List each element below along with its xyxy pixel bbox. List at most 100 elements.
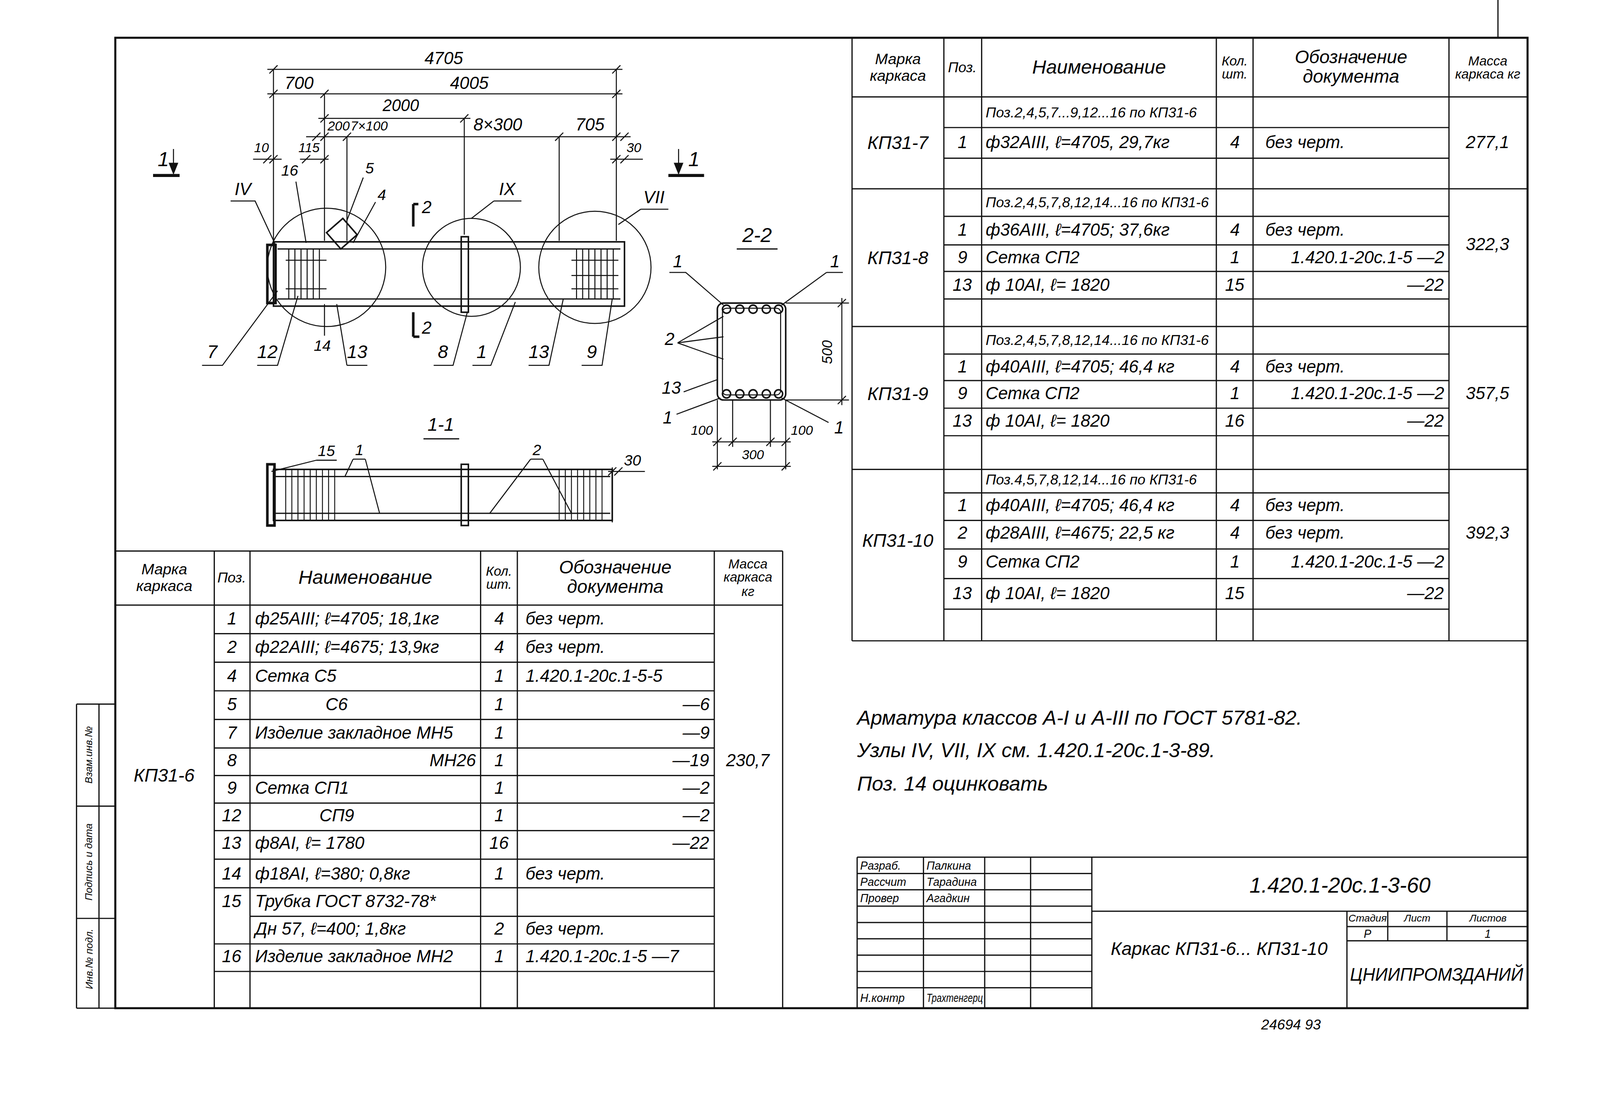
table-cell: ф36АIII, ℓ=4705; 37,6кг xyxy=(985,220,1170,241)
drawing-label: VII xyxy=(643,187,665,208)
drawing-label: 8×300 xyxy=(473,115,523,135)
table-cell: КП31-7 xyxy=(867,132,929,154)
table-cell: Дн 57, ℓ=400; 1,8кг xyxy=(255,919,406,940)
drawing-label: 13 xyxy=(528,341,549,363)
title-block-text: Тарадина xyxy=(926,874,977,889)
drawing-label: 1 xyxy=(157,147,169,172)
drawing-label: IV xyxy=(234,179,252,200)
section-1-1 xyxy=(267,438,645,526)
table-cell: —22 xyxy=(672,833,709,854)
drawing-label: 1 xyxy=(673,251,683,272)
table-cell: Наименование xyxy=(298,566,433,589)
table-cell: 14 xyxy=(222,864,242,884)
table-cell: ф 10АI, ℓ= 1820 xyxy=(985,583,1110,604)
table-cell: 15 xyxy=(1224,583,1245,604)
table-cell: Сетка СП1 xyxy=(255,778,349,799)
table-cell: без черт. xyxy=(1265,523,1345,544)
table-cell: 2 xyxy=(957,523,968,544)
drawing-label: 2 xyxy=(422,318,432,339)
drawing-label: 16 xyxy=(281,160,299,179)
stamp-text: Подпись и дата xyxy=(82,823,95,901)
table-cell: Поз. xyxy=(217,569,247,586)
table-cell: 9 xyxy=(227,778,237,799)
table-cell: 4 xyxy=(1230,132,1240,153)
title-block-text: Палкина xyxy=(926,858,972,872)
dimension-lines xyxy=(253,65,643,242)
leader-lines xyxy=(153,148,705,366)
stamp-text: Взам.инв.№ xyxy=(83,725,95,784)
table-cell: —22 xyxy=(1407,411,1444,432)
table-cell: Сетка СП2 xyxy=(985,383,1080,404)
table-cell: без черт. xyxy=(1265,220,1345,241)
table-cell: Сетка СП2 xyxy=(985,247,1080,268)
table-cell: 1 xyxy=(494,723,504,744)
table-cell: —22 xyxy=(1407,583,1444,604)
table-cell: Сетка СП2 xyxy=(985,552,1080,573)
title-block-text: 1 xyxy=(1484,926,1492,940)
table-cell: ф 10АI, ℓ= 1820 xyxy=(985,411,1110,432)
table-cell: Поз.2,4,5,7,8,12,14...16 по КП31-6 xyxy=(985,193,1209,210)
table-cell: 7 xyxy=(227,723,237,744)
table-cell: —6 xyxy=(682,694,710,715)
table-cell: 1 xyxy=(1230,383,1240,404)
table-cell: —2 xyxy=(682,805,710,826)
table-cell: МН26 xyxy=(429,750,477,771)
drawing-label: 1 xyxy=(662,408,673,428)
table-cell: ф40АIII, ℓ=4705; 46,4 кг xyxy=(985,495,1175,516)
table-cell: Поз. xyxy=(948,59,977,76)
table-cell: СП9 xyxy=(319,805,354,826)
title-block-text: 24694 93 xyxy=(1261,1016,1321,1033)
drawing-label: 14 xyxy=(313,336,331,354)
table-cell: ф32АIII, ℓ=4705, 29,7кг xyxy=(985,132,1170,153)
title-block-text: ЦНИИПРОМЗДАНИЙ xyxy=(1349,963,1524,986)
drawing-label: 30 xyxy=(626,140,642,156)
table-cell: ф28АIII, ℓ=4675; 22,5 кг xyxy=(985,523,1175,544)
table-cell: Поз.2,4,5,7,8,12,14...16 по КП31-6 xyxy=(985,331,1209,348)
drawing-label: 115 xyxy=(298,140,320,156)
table-cell: 230,7 xyxy=(725,750,770,771)
table-cell: —19 xyxy=(672,750,709,771)
table-cell: без черт. xyxy=(525,637,605,658)
drawing-label: 5 xyxy=(365,158,374,177)
title-block-text: Стадия xyxy=(1348,911,1387,924)
table-cell: 1.420.1-20с.1-5-5 xyxy=(525,666,663,687)
drawing-label: 13 xyxy=(346,341,368,363)
drawing-label: 2-2 xyxy=(742,223,772,247)
drawing-label: 8 xyxy=(437,341,449,363)
table-cell: 2 xyxy=(494,919,504,940)
drawing-label: 4005 xyxy=(450,73,489,94)
drawing-label: 100 xyxy=(790,423,814,439)
table-cell: 1.420.1-20с.1-5 —2 xyxy=(1290,552,1445,573)
table-cell: Масса каркаса кг xyxy=(1454,53,1522,82)
table-cell: Изделие закладное МН2 xyxy=(255,946,453,967)
drawing-label: 2 xyxy=(532,440,542,458)
drawing-label: 1 xyxy=(830,251,840,272)
title-block-text: Н.контр xyxy=(860,991,905,1005)
drawing-label: 2000 xyxy=(382,97,419,117)
drawing-label: 13 xyxy=(661,378,682,399)
drawing-label: IX xyxy=(498,179,516,200)
table-cell: 5 xyxy=(227,694,237,715)
title-block-text: 1.420.1-20с.1-3-60 xyxy=(1249,873,1431,899)
table-cell: 1 xyxy=(227,609,237,629)
table-cell: Марка каркаса xyxy=(857,51,940,84)
drawing-label: 7 xyxy=(207,341,218,363)
table-cell: КП31-9 xyxy=(867,383,929,405)
drawing-label: 1 xyxy=(834,418,844,439)
table-cell: 16 xyxy=(489,833,509,854)
table-cell: 1 xyxy=(957,132,968,153)
table-cell: 1.420.1-20с.1-5 —7 xyxy=(525,946,680,967)
table-cell: КП31-8 xyxy=(867,247,929,269)
sheet-frame xyxy=(76,0,1528,1009)
title-block-text: Листов xyxy=(1469,911,1507,924)
table-cell: 1.420.1-20с.1-5 —2 xyxy=(1290,383,1445,404)
table-cell: 4 xyxy=(1230,357,1240,377)
drawing-label: 12 xyxy=(257,341,278,363)
table-cell: 15 xyxy=(222,891,242,912)
title-block-text: Провер xyxy=(860,891,899,905)
drawing-label: 200 xyxy=(327,118,350,135)
table-cell: без черт. xyxy=(1265,495,1345,516)
table-cell: ф25АIII; ℓ=4705; 18,1кг xyxy=(255,609,439,629)
